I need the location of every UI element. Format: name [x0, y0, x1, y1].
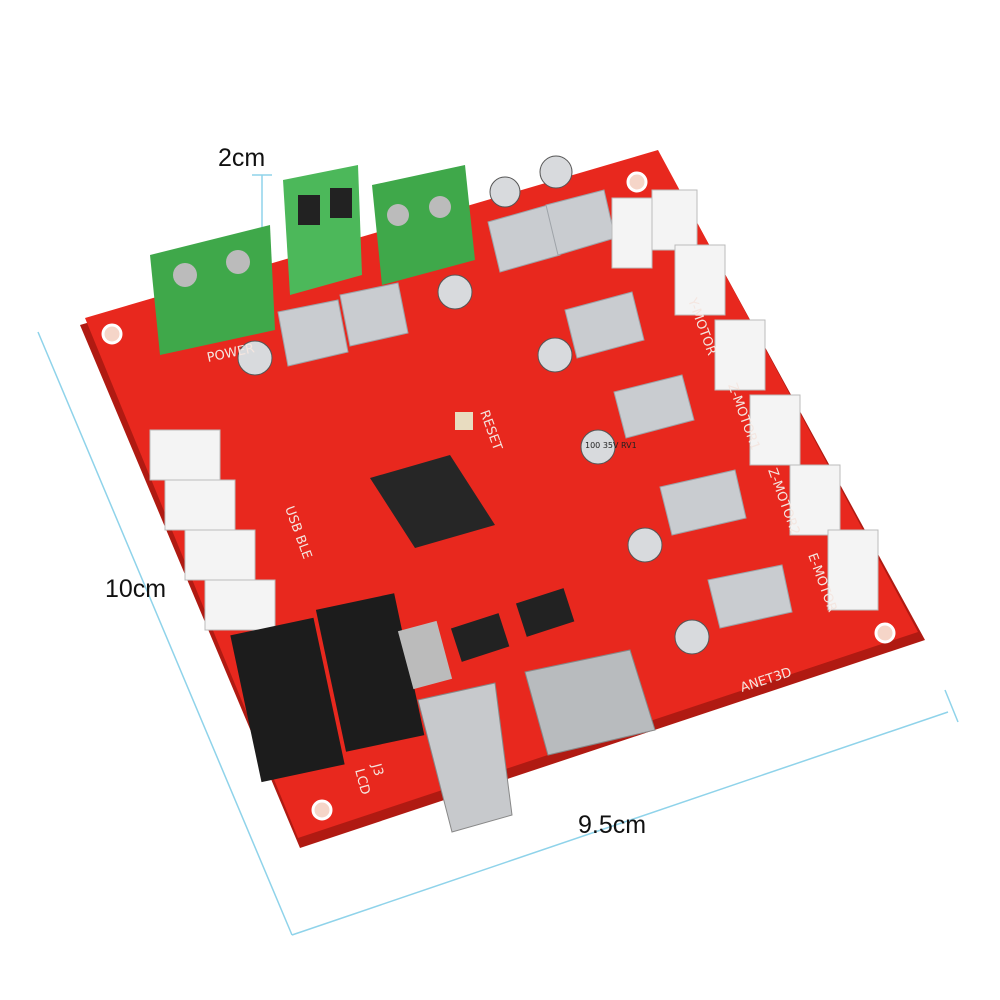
lcd-header	[315, 593, 425, 752]
crystal	[397, 620, 453, 690]
mcu-chip	[370, 455, 495, 548]
bed-terminal	[372, 165, 475, 285]
mount-hole	[311, 799, 333, 821]
mount-hole	[101, 323, 123, 345]
silk-lcd: LCD	[351, 767, 372, 796]
silk-j3: J3	[368, 761, 386, 778]
mount-hole	[874, 622, 896, 644]
capacitor-marking: 100 35V RV1	[585, 441, 637, 450]
length-dimension-line	[37, 331, 293, 936]
length-label: 10cm	[105, 575, 166, 603]
height-label: 2cm	[218, 144, 265, 172]
green-terminal	[283, 165, 362, 295]
mount-hole	[626, 171, 648, 193]
reset-button	[455, 412, 473, 430]
capacitors	[237, 155, 710, 655]
exp-header	[230, 617, 345, 783]
sd-card-slot	[524, 649, 656, 756]
width-dimension-line	[291, 711, 949, 936]
usb-b-port	[417, 682, 513, 833]
pcb-board: POWER Y-MOTOR Z-MOTOR1 Z-MOTOR2 E-MOTOR …	[80, 150, 925, 848]
power-terminal	[150, 225, 275, 355]
heatsinks	[277, 189, 793, 629]
driver-chip	[450, 613, 510, 662]
motor-connectors	[149, 189, 879, 631]
driver-chip	[515, 588, 575, 637]
width-label: 9.5cm	[578, 811, 646, 839]
